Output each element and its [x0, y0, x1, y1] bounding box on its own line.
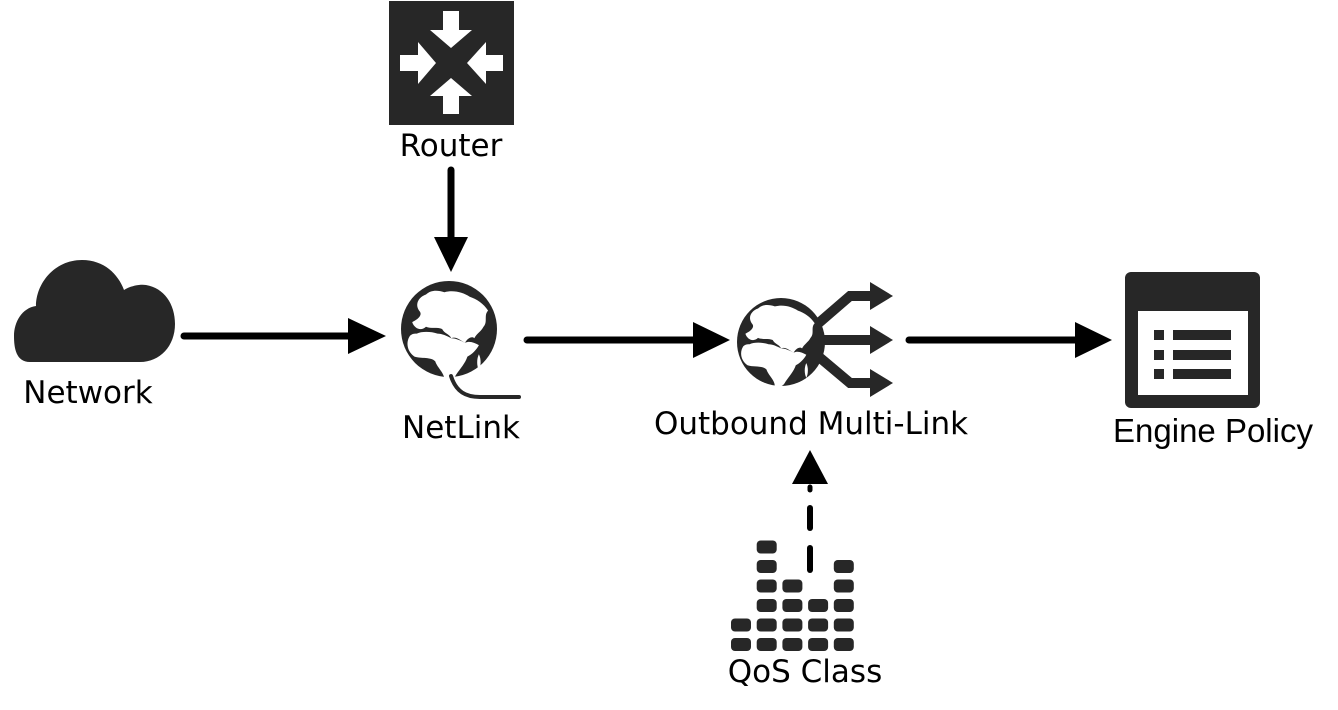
qos-bar-block	[756, 579, 777, 593]
qos-bar-block	[833, 560, 854, 573]
qos-bar-block	[782, 638, 803, 651]
globe-link-icon	[401, 281, 521, 399]
qos-bar-block	[833, 579, 854, 593]
qos-bar-block	[808, 618, 829, 632]
cloud-icon	[14, 260, 175, 362]
qos-bar-block	[833, 638, 854, 651]
qos-bar-block	[756, 618, 777, 632]
qos-bar-block	[808, 599, 829, 612]
qos-bar-block	[731, 618, 751, 632]
qos-bar-block	[833, 599, 854, 612]
node-label-qos: QoS Class	[727, 654, 883, 690]
node-label-multilink: Outbound Multi-Link	[653, 406, 969, 442]
qos-bar-block	[782, 599, 803, 612]
arrow-netlink-to-multilink	[523, 322, 730, 358]
router-icon	[389, 1, 514, 125]
dashed-arrow-qos-to-multilink	[792, 450, 828, 573]
node-label-network: Network	[23, 375, 153, 411]
qos-bar-block	[731, 638, 751, 651]
node-label-engine-policy: Engine Policy	[1113, 412, 1313, 449]
node-label-router: Router	[399, 128, 503, 164]
qos-bar-block	[756, 560, 777, 573]
qos-bar-block	[756, 540, 777, 554]
qos-bar-block	[756, 599, 777, 612]
equalizer-bars-icon	[731, 540, 854, 651]
qos-bar-block	[782, 579, 803, 593]
qos-bar-block	[808, 638, 829, 651]
node-label-netlink: NetLink	[402, 410, 520, 446]
qos-bar-block	[756, 638, 777, 651]
policy-list-icon	[1125, 272, 1260, 408]
globe-multi-arrow-icon	[737, 282, 893, 397]
arrow-router-to-netlink	[434, 166, 468, 272]
qos-bar-block	[833, 618, 854, 632]
qos-bar-block	[782, 618, 803, 632]
arrow-multilink-to-engine-policy	[905, 322, 1112, 358]
arrow-network-to-netlink	[180, 318, 386, 354]
